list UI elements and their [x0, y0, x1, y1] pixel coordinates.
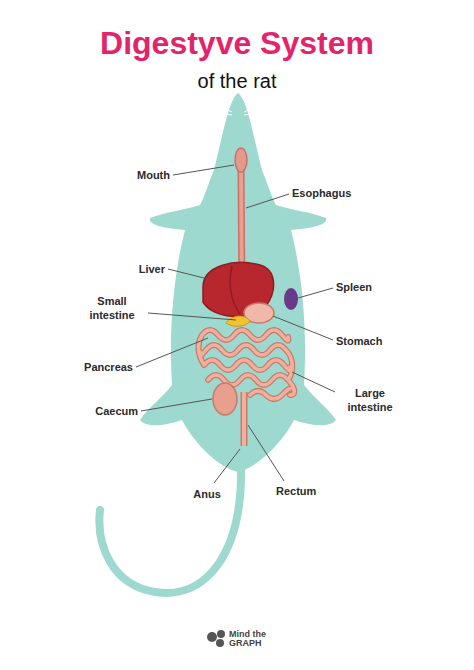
part-label: Esophagus	[292, 186, 351, 200]
caecum	[213, 383, 237, 415]
rat-tail	[99, 465, 241, 593]
part-label: Caecum	[95, 404, 138, 418]
part-label: Mouth	[137, 168, 170, 182]
leader-lines	[136, 165, 335, 483]
pancreas	[226, 316, 250, 326]
rat-body	[140, 93, 336, 472]
diagram-title: Digestyve System	[0, 26, 474, 61]
part-label: Liver	[139, 262, 165, 276]
intestines	[198, 330, 294, 399]
part-label: Stomach	[336, 334, 382, 348]
spleen	[284, 288, 298, 310]
rectum	[241, 392, 248, 446]
part-label: Spleen	[336, 280, 372, 294]
part-label: Anus	[193, 487, 221, 501]
part-label: Rectum	[276, 484, 316, 498]
logo-text: Mind the GRAPH	[229, 630, 273, 649]
part-label: Pancreas	[84, 360, 133, 374]
whiskers	[205, 100, 271, 115]
part-label: Small intestine	[81, 294, 143, 323]
mouth	[235, 148, 247, 172]
part-label: Large intestine	[339, 386, 401, 415]
logo-icon	[207, 630, 225, 647]
liver-lobe	[230, 266, 240, 314]
subtitle: of the rat	[198, 68, 277, 94]
rectum-fill	[242, 392, 246, 446]
